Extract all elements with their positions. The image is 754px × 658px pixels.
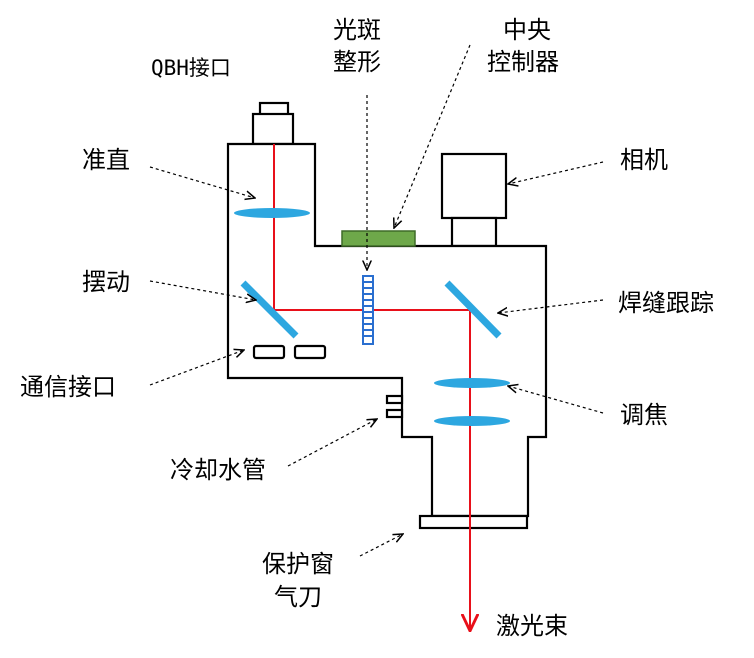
comm-port-1 — [252, 344, 286, 360]
focus-lens-lower — [434, 416, 510, 426]
wobble-mirror — [240, 280, 299, 339]
cooling-pipe-1 — [385, 394, 404, 405]
label-laser-beam: 激光束 — [496, 612, 568, 640]
label-comm-port: 通信接口 — [20, 373, 116, 401]
collimating-lens — [234, 208, 310, 218]
leader-focus — [508, 386, 604, 414]
label-focus: 调焦 — [620, 401, 668, 429]
focus-lens-upper — [434, 378, 510, 388]
label-controller-2: 控制器 — [487, 48, 559, 76]
label-beam-shaping-2: 整形 — [333, 48, 381, 76]
beam-shaping-element — [362, 275, 374, 345]
label-camera: 相机 — [620, 146, 668, 174]
label-window-2: 气刀 — [274, 583, 322, 611]
camera-body — [440, 152, 508, 220]
seam-tracking-mirror — [444, 280, 502, 339]
label-window-1: 保护窗 — [262, 550, 334, 578]
camera-mount — [450, 216, 498, 248]
label-qbh: QBH接口 — [151, 56, 231, 80]
label-cooling-pipe: 冷却水管 — [170, 456, 266, 484]
protective-window-plate — [418, 514, 529, 530]
label-collimate: 准直 — [82, 146, 130, 174]
central-controller-board — [341, 230, 416, 247]
leader-protective-window — [359, 534, 403, 557]
leader-camera — [508, 161, 604, 184]
qbh-connector — [251, 112, 295, 146]
label-seam-tracking: 焊缝跟踪 — [618, 289, 714, 317]
leader-comm-port — [149, 350, 244, 386]
label-controller-1: 中央 — [503, 16, 551, 44]
leader-cooling-pipe — [287, 419, 377, 467]
comm-port-2 — [293, 344, 327, 360]
label-beam-shaping-1: 光斑 — [333, 16, 381, 44]
label-wobble: 摆动 — [82, 268, 130, 296]
cooling-pipe-2 — [385, 408, 404, 419]
leader-collimate — [149, 166, 255, 198]
